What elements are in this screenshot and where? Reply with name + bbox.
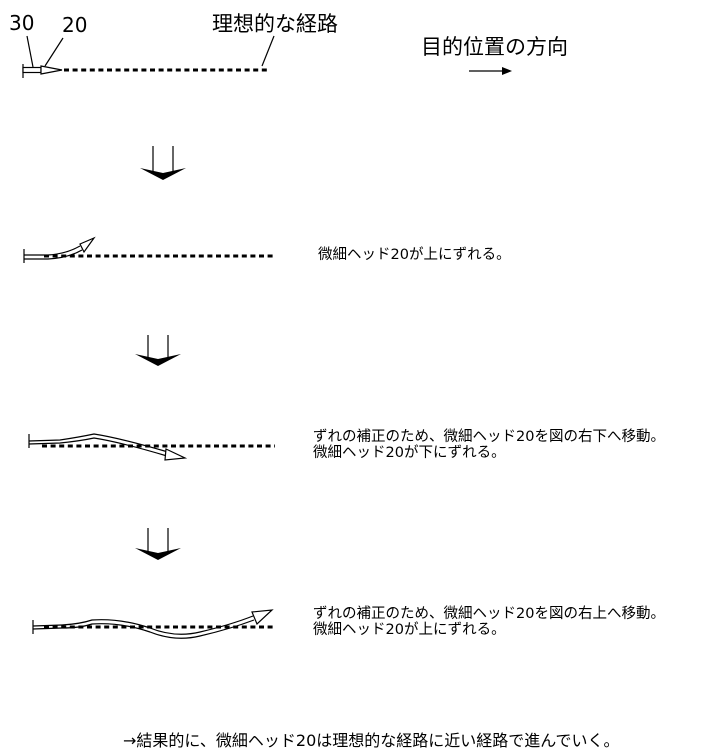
down-arrow-3	[135, 528, 181, 560]
step-2-note: 微細ヘッド20が上にずれる。	[318, 247, 511, 263]
step-4-note-line-1: ずれの補正のため、微細ヘッド20を図の右上へ移動。	[313, 606, 665, 622]
step-3-figure	[28, 433, 275, 461]
step-1-figure	[22, 35, 512, 78]
tube-30	[22, 66, 42, 74]
ideal-path-label: 理想的な経路	[212, 12, 338, 36]
conclusion-text: →結果的に、微細ヘッド20は理想的な経路に近い経路で進んでいく。	[123, 731, 620, 750]
tube-label-30: 30	[9, 11, 35, 35]
leader-line-20	[44, 37, 64, 67]
micro-head-20	[40, 65, 63, 75]
tube-30	[24, 245, 81, 256]
tube-30	[24, 249, 83, 260]
step-2-figure	[23, 236, 275, 263]
micro-head-20	[164, 448, 188, 461]
tube-30	[28, 433, 169, 453]
leader-line-30	[26, 35, 34, 68]
target-direction-arrow	[469, 67, 512, 75]
down-arrow-1	[140, 146, 186, 180]
tube-30	[32, 615, 254, 635]
step-4-figure	[32, 609, 276, 639]
step-3-note-line-2: 微細ヘッド20が下にずれる。	[313, 445, 506, 461]
head-label-20: 20	[62, 13, 88, 37]
target-direction-label: 目的位置の方向	[421, 35, 568, 59]
micro-head-20	[251, 609, 274, 626]
step-4-note-line-2: 微細ヘッド20が上にずれる。	[313, 622, 506, 638]
tube-30	[32, 619, 255, 639]
leader-line-ideal-path	[261, 35, 275, 67]
micro-head-20	[79, 236, 96, 254]
step-3-note-line-1: ずれの補正のため、微細ヘッド20を図の右下へ移動。	[313, 429, 665, 445]
tube-30	[28, 437, 168, 457]
down-arrow-2	[135, 335, 181, 366]
